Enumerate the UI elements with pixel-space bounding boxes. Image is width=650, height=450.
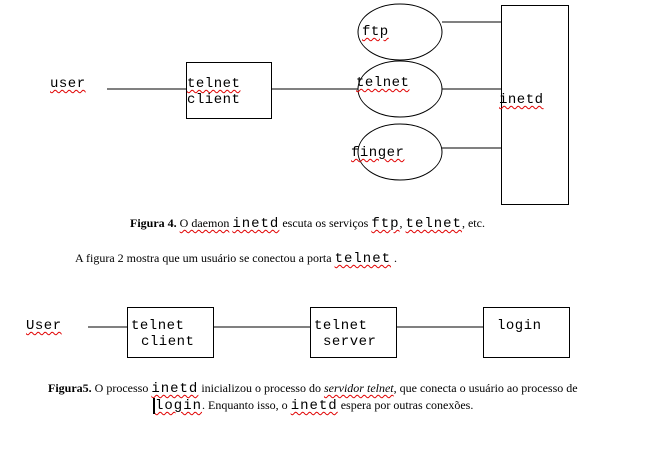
telnet-client-line1: telnet — [131, 318, 185, 334]
caption-label: Figura 4. — [130, 216, 177, 230]
code-telnet: telnet — [334, 251, 392, 267]
caption-label: Figura5. — [48, 381, 92, 395]
code-inetd: inetd — [232, 216, 280, 232]
caption-text: O processo — [94, 381, 149, 395]
login-label: login — [497, 318, 542, 334]
ftp-label: ftp — [362, 24, 389, 40]
caption-text: , etc. — [461, 216, 485, 230]
ftp-ellipse — [357, 3, 443, 61]
caption-text: escuta os serviços — [282, 216, 369, 230]
telnet-client-box — [186, 62, 272, 119]
finger-label: finger — [351, 145, 405, 161]
telnet-client-line2: client — [187, 92, 241, 108]
inetd-label: inetd — [499, 92, 544, 108]
caption-text: , — [399, 216, 403, 230]
telnet-label: telnet — [356, 75, 410, 91]
figure5-caption-line1: Figura5. O processo inetd inicializou o … — [48, 381, 578, 397]
inetd-box — [501, 5, 569, 205]
caption-italic: servidor telnet — [323, 381, 394, 395]
caption-text: O daemon — [179, 216, 230, 230]
paragraph-text: . — [394, 251, 398, 265]
login-box — [483, 307, 570, 358]
telnet-client-line2: client — [141, 334, 195, 350]
telnet-client-line1: telnet — [187, 76, 241, 92]
telnet-server-line1: telnet — [314, 318, 368, 334]
finger-ellipse — [357, 123, 443, 181]
code-inetd: inetd — [151, 381, 199, 397]
caption-text: . Enquanto isso, o — [202, 398, 288, 412]
figure4-caption: Figura 4. O daemon inetd escuta os servi… — [130, 216, 485, 232]
code-inetd: inetd — [290, 398, 338, 414]
caption-text: inicializou o processo do — [201, 381, 321, 395]
telnet-server-line2: server — [323, 334, 377, 350]
paragraph-text: A figura 2 mostra que um usuário se cone… — [75, 251, 332, 265]
code-ftp: ftp — [371, 216, 400, 232]
caption-text: , que conecta o usuário ao processo de — [393, 381, 578, 395]
code-telnet: telnet — [405, 216, 462, 232]
caption-text: espera por outras conexões. — [340, 398, 474, 412]
code-login: login — [153, 398, 203, 414]
paragraph: A figura 2 mostra que um usuário se cone… — [75, 251, 397, 267]
user-label: user — [50, 76, 86, 92]
telnet-server-box — [310, 307, 397, 358]
figure5-caption-line2: login. Enquanto isso, o inetd espera por… — [153, 398, 473, 414]
telnet-client-box — [127, 307, 214, 358]
user-label: User — [26, 318, 62, 334]
